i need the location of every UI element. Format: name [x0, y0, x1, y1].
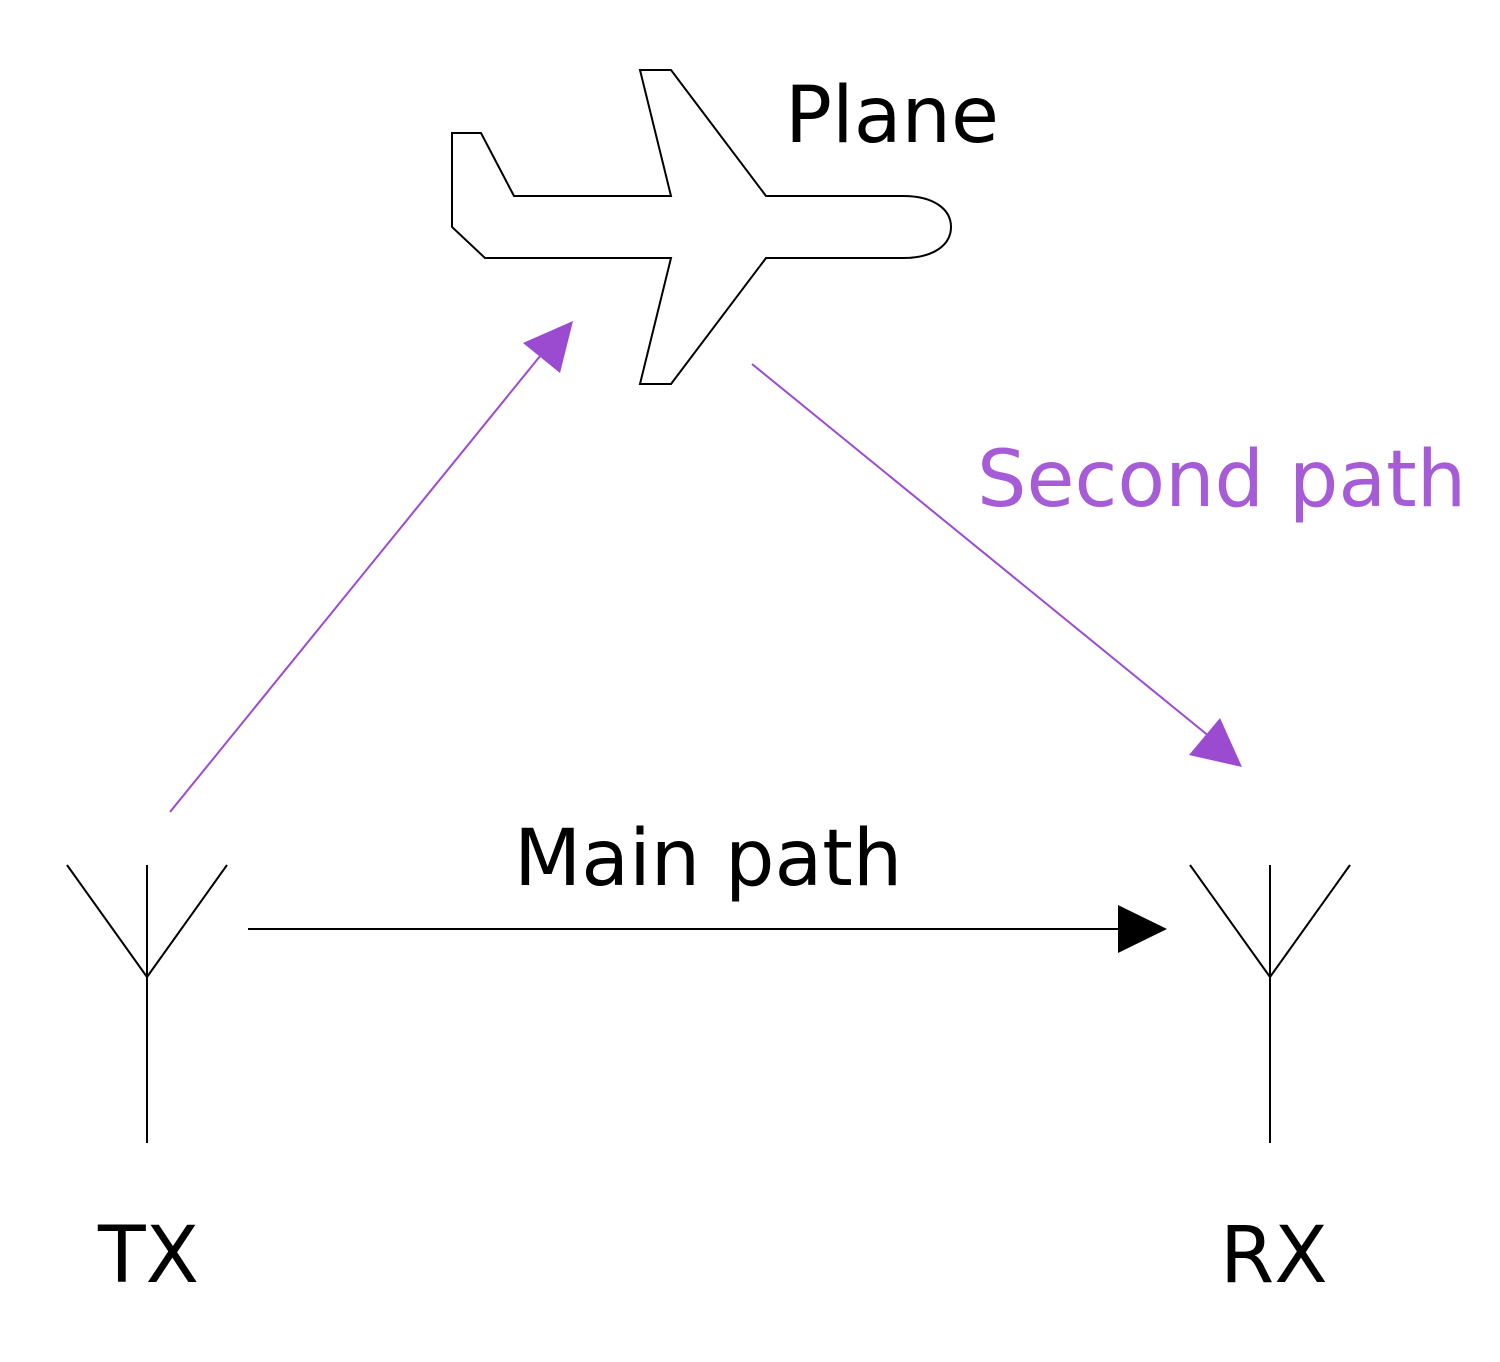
tx-to-plane-path	[169, 349, 546, 813]
airplane-icon	[451, 69, 953, 385]
plane-to-rx-path	[751, 363, 1211, 738]
tx-to-plane-arrowhead	[523, 321, 573, 373]
tx-label: TX	[97, 1211, 199, 1301]
rx-label: RX	[1220, 1211, 1328, 1301]
plane-label: Plane	[785, 71, 999, 161]
main-path-label: Main path	[514, 814, 902, 904]
second-path-label: Second path	[977, 435, 1466, 525]
tx-antenna-icon	[66, 864, 228, 1143]
main-path-arrowhead	[1118, 905, 1167, 953]
plane-to-rx-arrowhead	[1189, 718, 1242, 767]
rx-antenna-icon	[1189, 864, 1351, 1143]
